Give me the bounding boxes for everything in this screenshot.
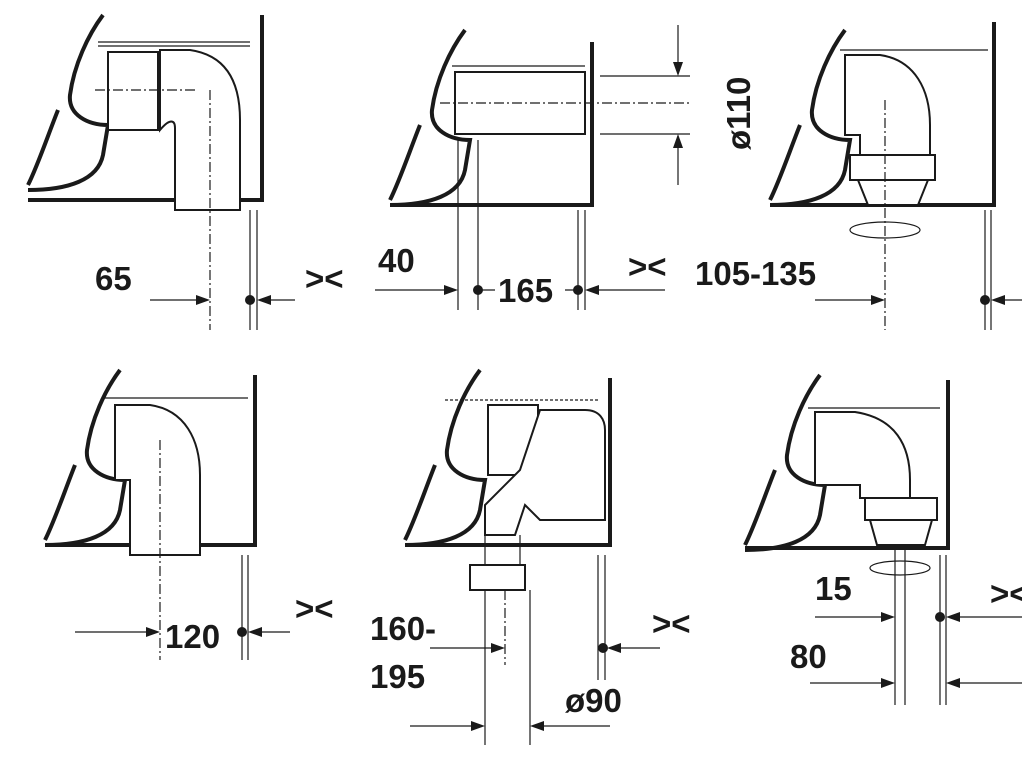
dimension-label-80: 80	[790, 638, 827, 675]
offset-symbol: ><	[305, 260, 344, 297]
panel-straight-connector: 40 165 >< ø110	[375, 25, 757, 310]
dimension-label-line2: 195	[370, 658, 425, 695]
dimension-label: 120	[165, 618, 220, 655]
dimension-label: 105-135	[695, 255, 816, 292]
panel-vertical-adjustable: 105-135	[695, 22, 1022, 330]
dimension-label: 65	[95, 260, 132, 297]
offset-symbol: ><	[628, 248, 667, 285]
dimension-label-15: 15	[815, 570, 852, 607]
dimension-label-line1: 160-	[370, 610, 436, 647]
panel-horizontal-bend: 65 ><	[26, 13, 344, 330]
panel-bend-adjustable: 15 80 ><	[743, 373, 1022, 705]
diameter-label: ø110	[720, 77, 757, 150]
offset-symbol: ><	[652, 605, 691, 642]
dimension-label-40: 40	[378, 242, 415, 279]
panel-offset-connector: 160- 195 >< ø90	[370, 368, 691, 745]
diameter-label: ø90	[565, 682, 622, 719]
panel-bend-vertical: 120 ><	[43, 368, 334, 660]
offset-symbol: ><	[990, 575, 1022, 612]
reference-dot	[245, 295, 255, 305]
dimension-label-165: 165	[498, 272, 553, 309]
offset-symbol: ><	[295, 590, 334, 627]
